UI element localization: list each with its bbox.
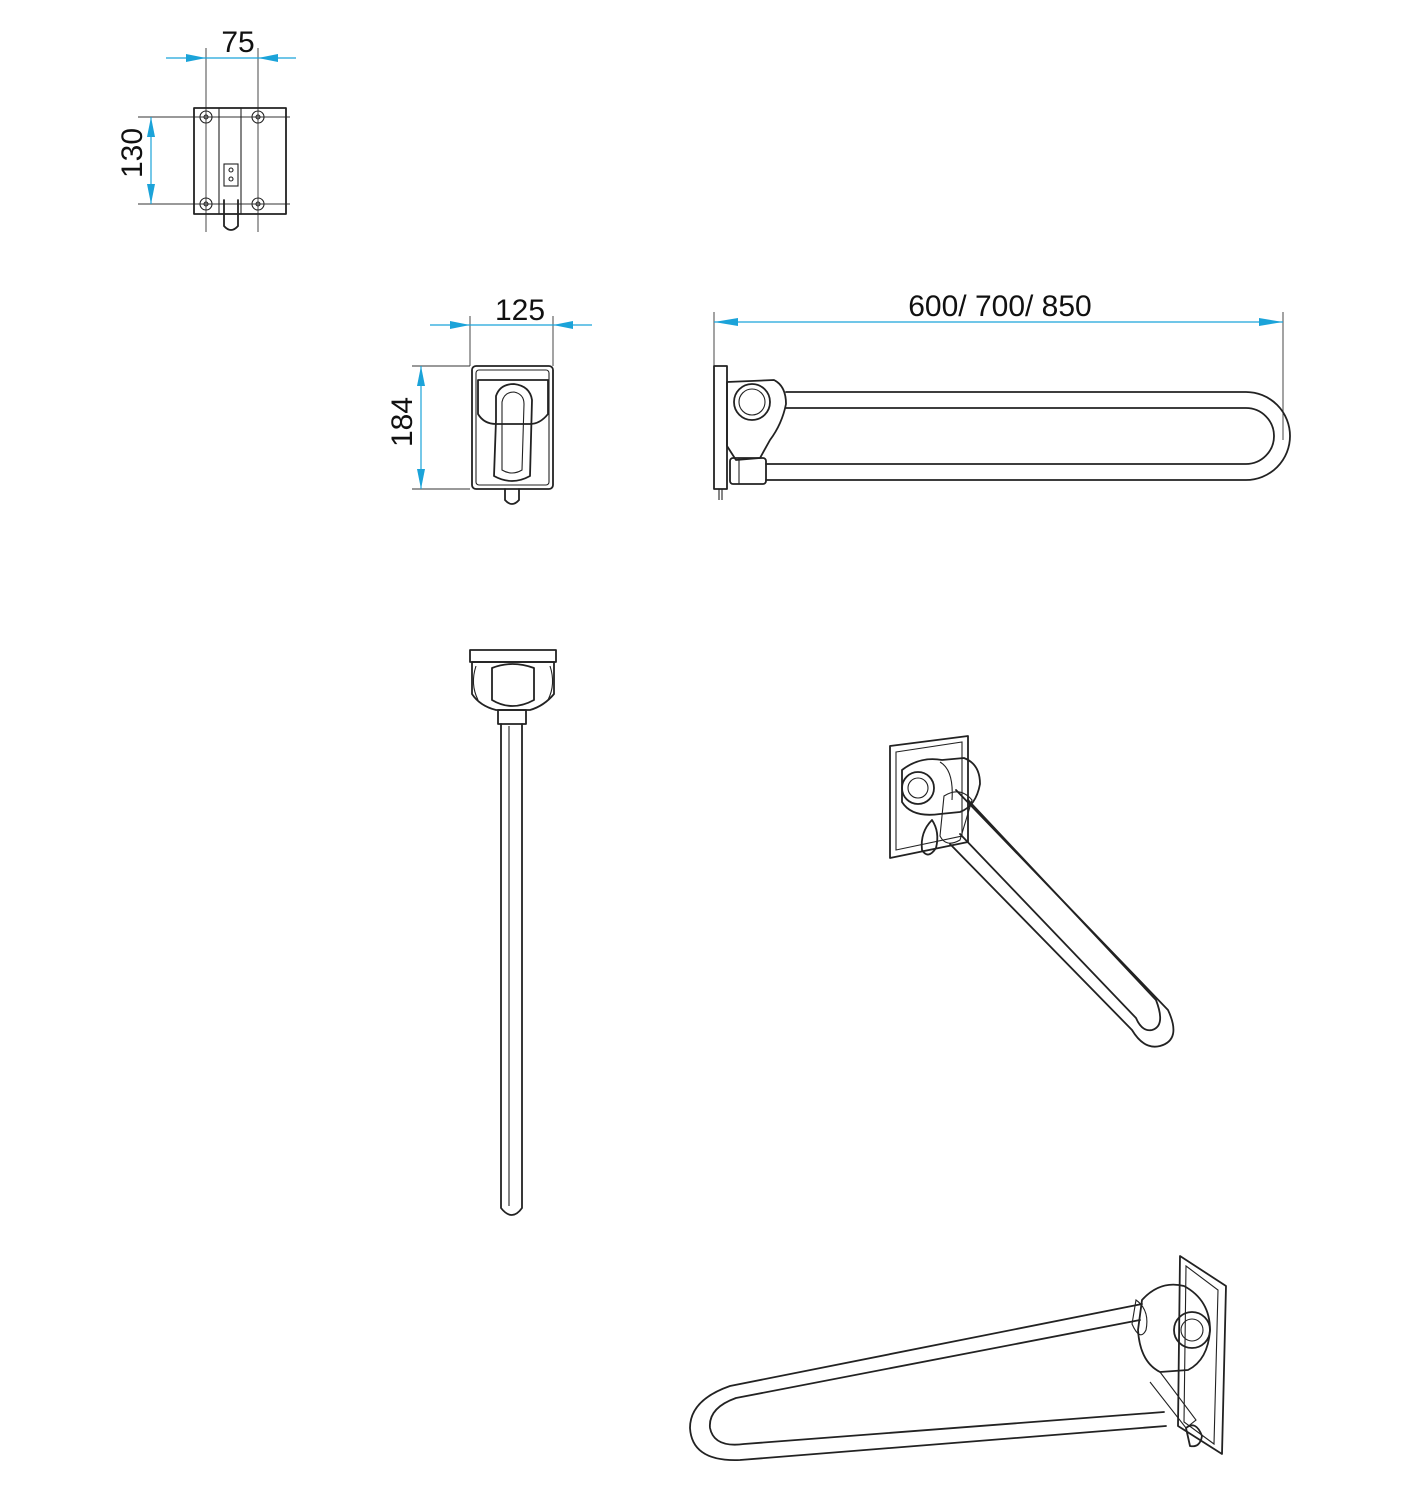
- dim-rail-length: 600/ 700/ 850: [908, 290, 1092, 323]
- wall-plate-view: 75 130: [116, 26, 296, 232]
- rail-side-view: 600/ 700/ 850: [713, 290, 1291, 500]
- bracket-front-view: 125 184: [386, 294, 592, 505]
- dim-plate-height: 130: [116, 128, 149, 178]
- rail-isometric-view-1: [889, 735, 1175, 1048]
- dim-plate-width: 75: [221, 26, 254, 59]
- rail-folded-view: [469, 649, 557, 1216]
- dim-bracket-width: 125: [495, 294, 545, 327]
- dim-bracket-height: 184: [386, 397, 419, 447]
- rail-isometric-view-2: [689, 1255, 1227, 1461]
